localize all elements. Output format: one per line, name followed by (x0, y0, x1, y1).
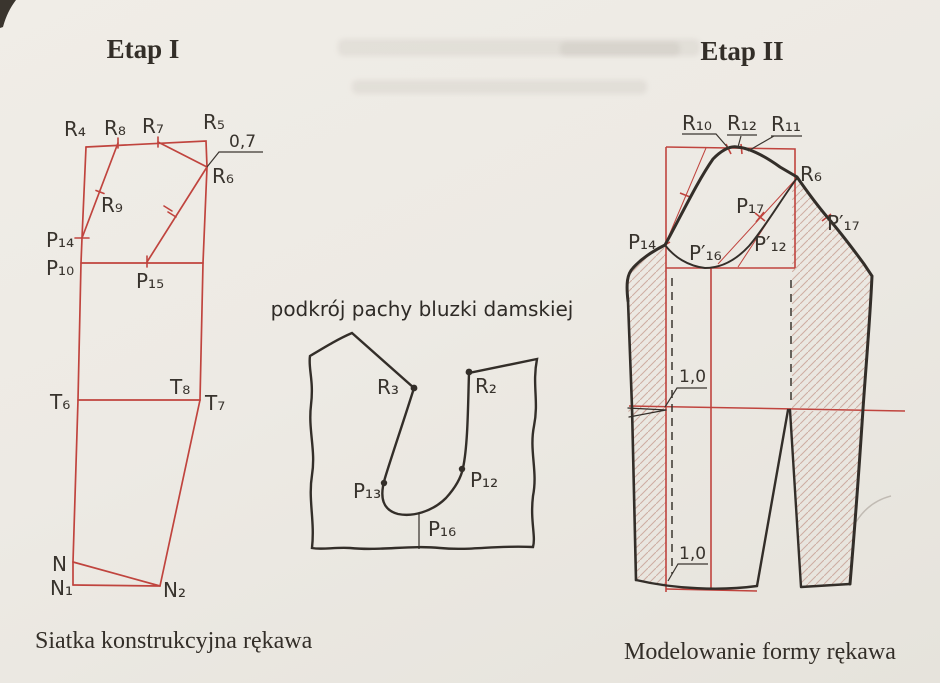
armhole-point-labels: R₃ R₂ P₁₃ P₁₂ P₁₆ (353, 374, 498, 541)
label-leaders (664, 133, 802, 582)
point-label-r4: R₄ (64, 117, 86, 141)
fabric-outline (308, 331, 539, 551)
cuff-ease-leader (667, 563, 708, 582)
grid-left-edge (72, 146, 87, 586)
point-label-r2: R₂ (475, 374, 497, 398)
armhole-inset-title: podkrój pachy bluzki damskiej (271, 297, 574, 321)
underarm-cap-curve (664, 177, 798, 269)
front-seam (626, 299, 638, 582)
stage1-heading: Etap I (107, 34, 180, 64)
wrist-curve (634, 578, 759, 590)
grid-underarm-seam (159, 399, 201, 587)
point-label-r3: R₃ (377, 375, 399, 399)
elbow-line (628, 405, 906, 412)
wrist-lines (72, 561, 161, 587)
cap-box-top-right (665, 146, 796, 268)
point-label-r10: R₁₀ (682, 111, 712, 135)
point-label-p12: P₁₂ (470, 468, 498, 492)
elbow-ease-leader (664, 387, 707, 408)
point-label-r5: R₅ (203, 110, 225, 134)
point-label-r6: R₆ (800, 162, 822, 186)
sleeve-outline (625, 145, 874, 590)
point-label-p14: P₁₄ (628, 230, 656, 254)
point-label-p16: P₁₆ (428, 517, 456, 541)
point-label-p16-prime: P′₁₆ (689, 241, 722, 265)
dim-elbow-ease: 1,0 (679, 367, 706, 387)
r8-p14-line (81, 142, 119, 239)
point-dots (380, 368, 473, 487)
vent-lines (755, 408, 852, 589)
caption-left: Siatka konstrukcyjna rękawa (35, 628, 313, 654)
point-label-r12: R₁₂ (727, 111, 757, 135)
dim-shoulder-offset: 0,7 (229, 132, 256, 152)
dim-cuff-ease: 1,0 (679, 544, 706, 564)
photo-corner-shadow (0, 0, 16, 28)
point-label-r7: R₇ (142, 114, 164, 138)
shoulder-offset-leader (206, 151, 263, 168)
point-label-p13: P₁₃ (353, 479, 381, 503)
point-label-r6: R₆ (212, 164, 234, 188)
point-label-p15: P₁₅ (136, 269, 164, 293)
tick-marks (74, 136, 177, 268)
fold-dashed-lines (671, 278, 792, 574)
red-construction-lines (628, 146, 906, 592)
point-label-t7: T₇ (204, 391, 225, 415)
point-label-t8: T₈ (169, 375, 190, 399)
caption-right: Modelowanie formy rękawa (624, 639, 896, 665)
point-label-n: N (52, 552, 67, 576)
stage1-point-labels: R₄ R₈ R₇ R₅ 0,7 R₆ R₉ P₁₄ P₁₀ P₁₅ T₆ T₈ … (46, 110, 256, 602)
r7-r6-line (157, 141, 208, 168)
elbow-dart-lines (627, 407, 667, 418)
point-label-p17: P₁₇ (736, 194, 764, 218)
point-label-p14: P₁₄ (46, 228, 74, 252)
stage2-point-labels: R₁₀ R₁₂ R₁₁ R₆ P₁₇ P′₁₇ P₁₄ P′₁₆ P′₁₂ 1,… (628, 111, 860, 564)
point-label-r9: R₉ (101, 193, 123, 217)
point-label-r11: R₁₁ (771, 112, 801, 136)
point-label-n1: N₁ (50, 576, 73, 600)
stage1-diagram (72, 136, 208, 587)
stage2-heading: Etap II (700, 36, 783, 66)
stage2-diagram: R₁₀ R₁₂ R₁₁ R₆ P₁₇ P′₁₇ P₁₄ P′₁₆ P′₁₂ 1,… (625, 111, 906, 592)
hatched-areas (626, 177, 872, 587)
r6-p15-line (146, 166, 208, 263)
paper-scratch (855, 495, 892, 523)
point-label-r8: R₈ (104, 116, 126, 140)
point-label-p12-prime: P′₁₂ (754, 232, 787, 256)
point-label-t6: T₆ (49, 390, 70, 414)
sleeve-cap-curve (625, 145, 874, 586)
point-label-p10: P₁₀ (46, 256, 74, 280)
wrist-red-line (665, 588, 758, 592)
point-label-p17-prime: P′₁₇ (827, 211, 860, 235)
point-label-n2: N₂ (163, 578, 186, 602)
armhole-inset-diagram (308, 331, 539, 551)
